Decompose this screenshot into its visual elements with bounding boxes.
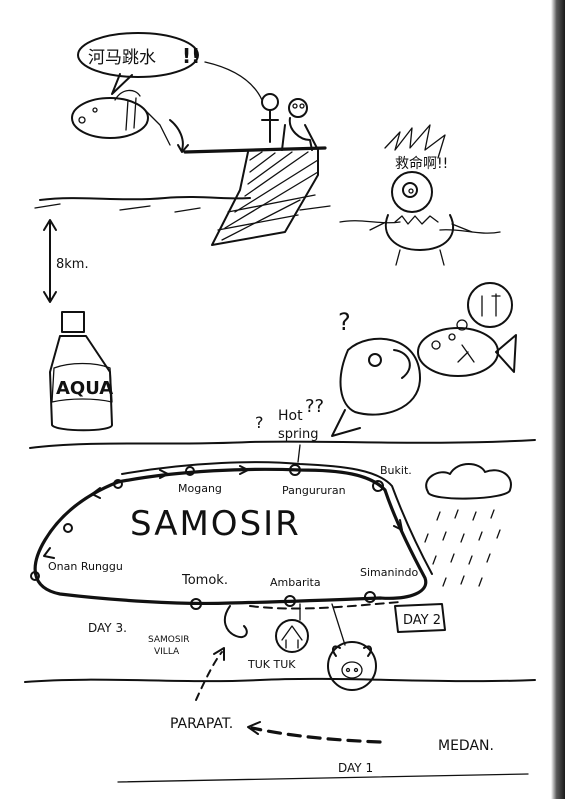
stop-marker xyxy=(364,591,376,603)
stop-marker xyxy=(372,480,384,492)
stop-marker xyxy=(30,571,40,581)
island-name: SAMOSIR xyxy=(130,504,301,544)
stop-marker xyxy=(284,595,296,607)
spectators-drawing xyxy=(261,93,319,151)
aqua-bottle-drawing: AQUA xyxy=(49,311,113,432)
speech-bubble-exclaim: !! xyxy=(182,44,200,68)
ferry-route xyxy=(195,651,223,701)
rain-cloud-drawing xyxy=(424,463,512,587)
day2-label: DAY 2 xyxy=(403,613,441,628)
bottle-label: AQUA xyxy=(56,378,113,399)
place-tomok: Tomok. xyxy=(181,573,228,588)
distance-arrow: 8km. xyxy=(43,219,89,303)
lake-shore-bottom xyxy=(24,677,536,683)
place-pangururan: Pangururan xyxy=(282,484,346,497)
question-marks: ?? xyxy=(305,396,324,417)
island-route xyxy=(30,461,433,638)
tuk-tuk-house-drawing xyxy=(275,603,309,653)
water-line-left xyxy=(39,196,251,201)
diving-platform xyxy=(183,146,327,246)
stop-marker xyxy=(63,523,73,533)
stop-marker xyxy=(185,466,195,476)
place-medan: MEDAN. xyxy=(438,738,494,754)
day3-label: DAY 3. xyxy=(88,621,127,635)
place-tuk-tuk: TUK TUK xyxy=(247,658,296,671)
speech-bubble: 河马跳水 !! xyxy=(77,32,200,95)
bus-route-day1 xyxy=(250,726,382,744)
water-ripples xyxy=(34,203,331,213)
speech-bubble-text: 河马跳水 xyxy=(88,48,156,68)
hot-label: Hot xyxy=(278,408,303,424)
pointer-line xyxy=(204,61,263,101)
diving-hippo-drawing xyxy=(71,89,189,153)
hot-spring-question-mark: ? xyxy=(255,413,264,432)
fish-question-mark: ? xyxy=(338,308,351,336)
shout-text: 救命啊!! xyxy=(395,155,448,172)
hungry-fish-drawing xyxy=(417,282,517,377)
place-parapat: PARAPAT. xyxy=(170,716,233,732)
place-ambarita: Ambarita xyxy=(270,576,321,589)
drowning-hippo-drawing: 救命啊!! xyxy=(339,124,501,266)
day1-label: DAY 1 xyxy=(338,761,373,775)
place-onan-runggu: Onan Runggu xyxy=(48,560,123,573)
distance-label: 8km. xyxy=(56,257,89,272)
place-samosir-villa-line2: VILLA xyxy=(154,647,180,657)
buffalo-drawing xyxy=(327,603,377,691)
spring-label: spring xyxy=(278,427,318,442)
lake-shore-top xyxy=(29,439,536,449)
stop-marker xyxy=(113,479,123,489)
travel-sketch: 河马跳水 !! 8km. 救命啊!! xyxy=(24,32,536,783)
stop-marker xyxy=(289,464,301,476)
place-bukit: Bukit. xyxy=(380,464,412,477)
place-samosir-villa-line1: SAMOSIR xyxy=(148,635,190,645)
day2-label-box: DAY 2 xyxy=(394,603,446,633)
scan-edge-shadow xyxy=(551,0,565,799)
place-simanindo: Simanindo xyxy=(360,566,418,579)
place-mogang: Mogang xyxy=(178,482,222,495)
dive-arc xyxy=(169,119,184,151)
hot-spring-label: ? Hot ?? spring xyxy=(255,396,324,463)
bottom-rule xyxy=(117,773,529,783)
surprised-fish-drawing: ? xyxy=(331,308,421,437)
stop-marker xyxy=(190,598,202,610)
